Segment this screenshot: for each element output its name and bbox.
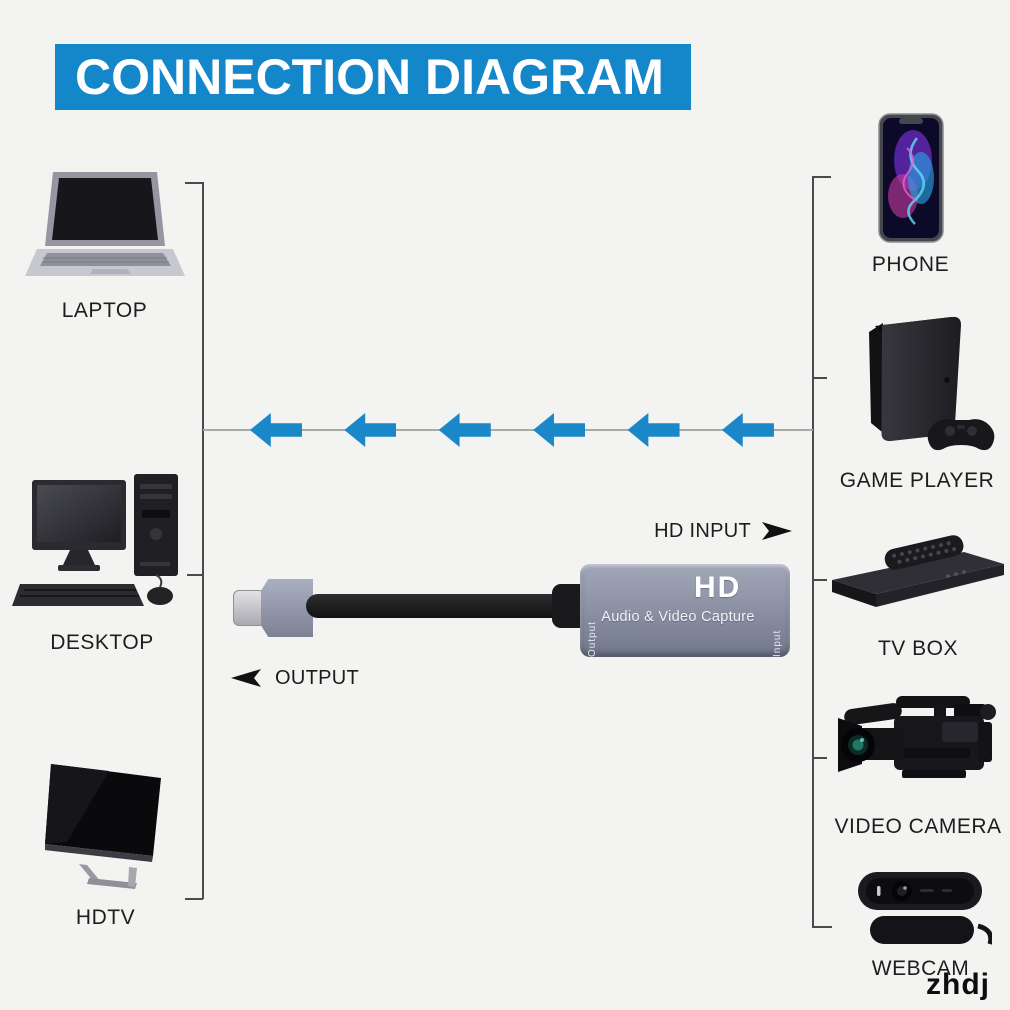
- flow-left-arrow-icon: [438, 413, 491, 447]
- video-camera-icon: [838, 688, 998, 806]
- webcam-icon: [850, 868, 992, 948]
- laptop-label: LAPTOP: [61, 299, 148, 322]
- title-banner: CONNECTION DIAGRAM: [55, 44, 691, 110]
- device-webcam: WEBCAM: [848, 868, 993, 981]
- device-tv-box: TV BOX: [828, 528, 1008, 661]
- right-bracket-stub-game-player: [812, 377, 827, 379]
- flow-left-arrow-icon: [344, 413, 397, 447]
- left-bracket-stub-desktop: [187, 574, 203, 576]
- hd-logo: HD: [694, 571, 742, 604]
- tv-box-icon: [828, 528, 1008, 628]
- flow-left-arrow-icon: [721, 413, 774, 447]
- input-port-label: Input: [772, 629, 783, 657]
- device-hdtv: HDTV: [38, 752, 173, 930]
- game-player-label: GAME PLAYER: [839, 469, 995, 492]
- hd-input-tag: HD INPUT: [600, 519, 792, 543]
- device-phone: PHONE: [858, 112, 963, 277]
- laptop-icon: [24, 170, 185, 290]
- adapter-cable: [306, 594, 564, 618]
- left-bracket-stub-hdtv: [185, 898, 203, 900]
- right-bracket-line: [812, 176, 814, 927]
- device-laptop: LAPTOP: [22, 170, 187, 323]
- left-arrow-icon: [231, 669, 261, 687]
- right-bracket-stub-video-camera: [812, 757, 827, 759]
- desktop-icon: [12, 472, 192, 622]
- right-bracket-stub-tv-box: [812, 579, 827, 581]
- hd-input-label: HD INPUT: [654, 519, 751, 542]
- device-desktop: DESKTOP: [12, 472, 192, 655]
- output-label: OUTPUT: [275, 666, 360, 689]
- capture-card-body: Output HD Audio & Video Capture Input: [580, 564, 790, 657]
- desktop-label: DESKTOP: [50, 631, 154, 654]
- left-bracket-stub-laptop: [185, 182, 203, 184]
- hdtv-icon: [44, 752, 167, 897]
- flow-left-arrow-icon: [627, 413, 680, 447]
- watermark: zhdj: [926, 968, 990, 1001]
- flow-arrows: [250, 412, 774, 448]
- flow-left-arrow-icon: [533, 413, 586, 447]
- right-arrow-icon: [762, 522, 792, 540]
- left-bracket-line: [202, 182, 204, 899]
- phone-label: PHONE: [871, 253, 950, 276]
- right-bracket-stub-phone: [812, 176, 831, 178]
- device-video-camera: VIDEO CAMERA: [834, 688, 1001, 839]
- webcam-label: WEBCAM: [871, 957, 970, 980]
- right-bracket-stub-webcam: [812, 926, 832, 928]
- phone-icon: [877, 112, 945, 244]
- game-player-icon: [835, 310, 1000, 460]
- hdtv-label: HDTV: [75, 906, 136, 929]
- flow-line: [203, 429, 813, 431]
- device-game-player: GAME PLAYER: [833, 310, 1001, 493]
- usb-c-plug-housing: [261, 579, 313, 637]
- page-title: CONNECTION DIAGRAM: [75, 49, 664, 105]
- usb-c-plug-tip: [233, 590, 265, 626]
- flow-left-arrow-icon: [250, 413, 302, 447]
- output-tag: OUTPUT: [231, 666, 359, 690]
- video-camera-label: VIDEO CAMERA: [834, 815, 1002, 838]
- tv-box-label: TV BOX: [877, 637, 959, 660]
- capture-card-name: Audio & Video Capture: [601, 609, 755, 625]
